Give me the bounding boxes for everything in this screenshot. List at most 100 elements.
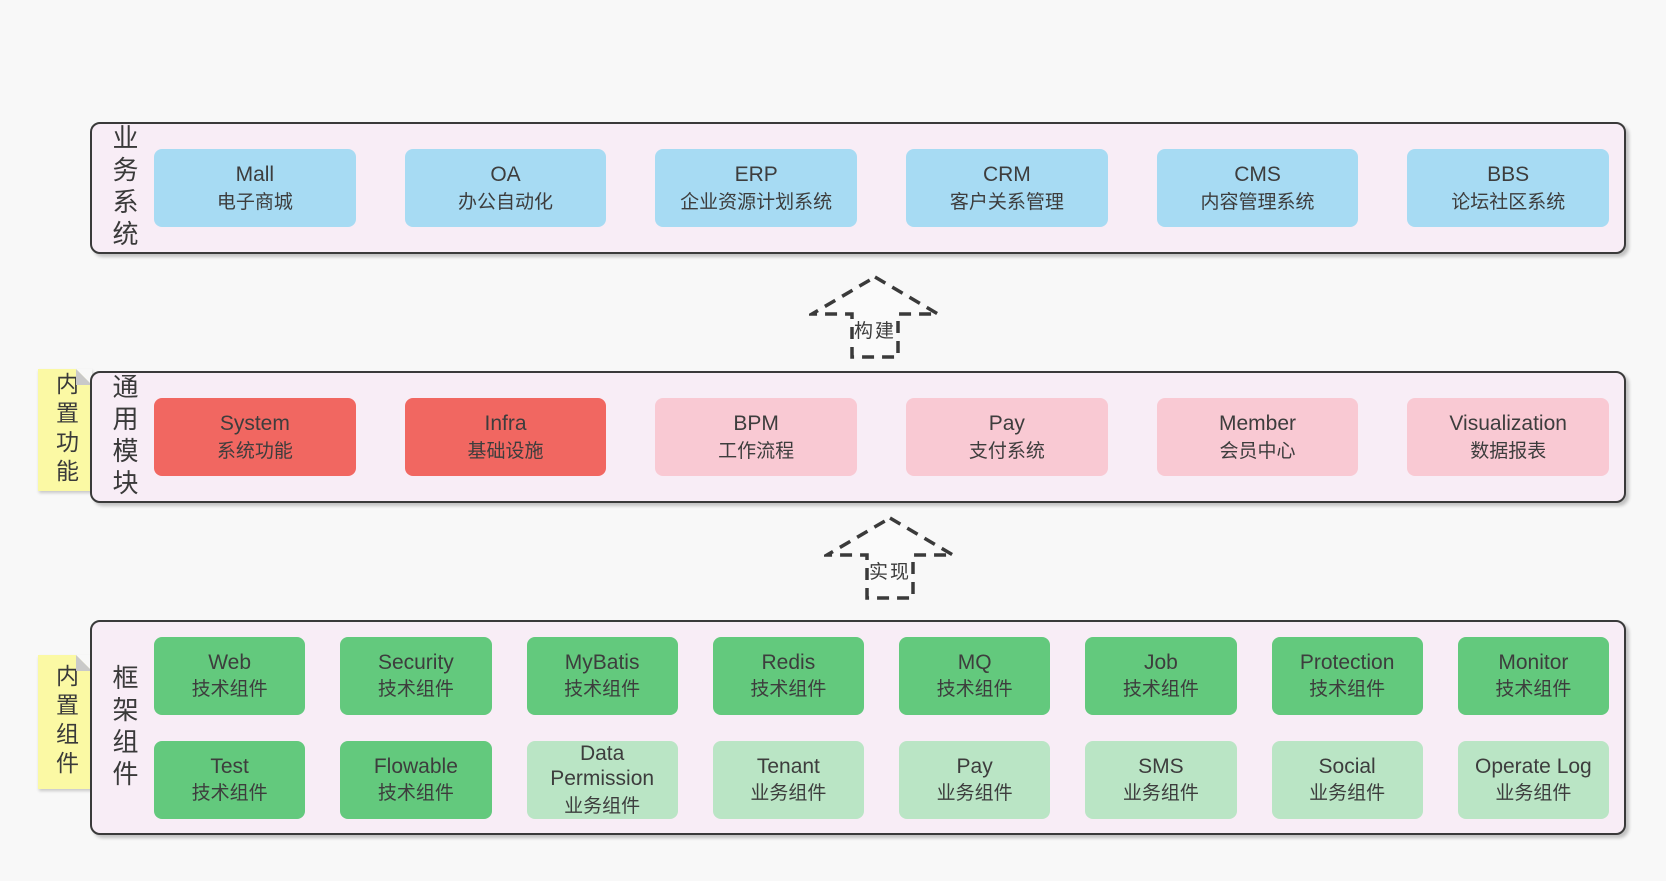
box-subtitle: 业务组件 xyxy=(1122,783,1199,805)
box-title: MyBatis xyxy=(564,650,640,674)
layer-label-business-systems: 业务系统 xyxy=(109,124,139,252)
layer-framework-components: 框架组件 Web 技术组件 Security 技术组件 MyBatis 技术组件… xyxy=(90,620,1626,835)
arrow-implement-label: 实现 xyxy=(868,562,911,583)
box-subtitle: 技术组件 xyxy=(377,783,454,805)
box-title: Operate Log xyxy=(1474,754,1592,778)
box-oa: OA 办公自动化 xyxy=(404,149,607,227)
box-subtitle: 技术组件 xyxy=(191,783,268,805)
box-crm: CRM 客户关系管理 xyxy=(906,149,1108,227)
box-subtitle: 技术组件 xyxy=(191,679,268,701)
box-system: System 系统功能 xyxy=(154,398,356,476)
box-title: Monitor xyxy=(1498,650,1569,674)
box-title: Social xyxy=(1318,754,1376,778)
sticky-built-in-features-label: 内置功能 xyxy=(52,372,79,488)
box-mall: Mall 电子商城 xyxy=(154,149,356,227)
box-title: Job xyxy=(1143,650,1178,674)
box-subtitle: 办公自动化 xyxy=(458,191,554,213)
box-bpm: BPM 工作流程 xyxy=(655,398,858,476)
box-subtitle: 技术组件 xyxy=(936,679,1013,701)
box-title: Security xyxy=(377,650,454,674)
box-subtitle: 业务组件 xyxy=(1495,783,1572,805)
box-title: OA xyxy=(490,163,521,187)
box-subtitle: 技术组件 xyxy=(1122,679,1199,701)
box-job: Job 技术组件 xyxy=(1085,636,1237,715)
box-monitor: Monitor 技术组件 xyxy=(1457,636,1609,715)
box-subtitle: 技术组件 xyxy=(750,679,827,701)
box-sms: SMS 业务组件 xyxy=(1085,740,1237,819)
box-subtitle: 技术组件 xyxy=(377,679,454,701)
arrow-implement: 实现 xyxy=(824,515,956,601)
box-mq: MQ 技术组件 xyxy=(899,636,1051,715)
box-operate-log: Operate Log 业务组件 xyxy=(1457,740,1609,819)
box-subtitle: 技术组件 xyxy=(1495,679,1572,701)
box-subtitle: 工作流程 xyxy=(718,440,795,462)
box-tenant: Tenant 业务组件 xyxy=(712,740,864,819)
box-title: CRM xyxy=(982,163,1031,187)
box-subtitle: 业务组件 xyxy=(750,783,827,805)
box-erp: ERP 企业资源计划系统 xyxy=(655,149,858,227)
sticky-built-in-components: 内置组件 xyxy=(38,655,92,789)
box-subtitle: 电子商城 xyxy=(216,191,293,213)
box-title: MQ xyxy=(957,650,992,674)
arrow-build: 构建 xyxy=(809,274,941,360)
box-title: SMS xyxy=(1138,754,1184,778)
box-title: Data Permission xyxy=(550,741,655,791)
layer-label-common-modules: 通用模块 xyxy=(109,373,139,501)
box-bbs: BBS 论坛社区系统 xyxy=(1407,149,1610,227)
arrow-build-label: 构建 xyxy=(853,321,896,342)
box-title: Visualization xyxy=(1449,412,1567,436)
box-title: Pay xyxy=(988,412,1025,436)
box-subtitle: 内容管理系统 xyxy=(1200,191,1315,213)
box-title: Flowable xyxy=(373,754,458,778)
layer-common-modules: 通用模块 System 系统功能 Infra 基础设施 BPM 工作流程 Pay… xyxy=(90,371,1626,503)
layer-label-wrap: 框架组件 xyxy=(102,622,146,833)
box-visualization: Visualization 数据报表 xyxy=(1407,398,1610,476)
box-title: CMS xyxy=(1234,163,1281,187)
box-pay: Pay 支付系统 xyxy=(906,398,1108,476)
box-title: ERP xyxy=(734,163,778,187)
box-title: Protection xyxy=(1299,650,1395,674)
box-subtitle: 客户关系管理 xyxy=(949,191,1064,213)
box-social: Social 业务组件 xyxy=(1271,740,1423,819)
box-pay-business: Pay 业务组件 xyxy=(899,740,1051,819)
layer-label-wrap: 业务系统 xyxy=(102,124,146,252)
box-title: BPM xyxy=(733,412,779,436)
box-test: Test 技术组件 xyxy=(154,740,306,819)
box-subtitle: 技术组件 xyxy=(1309,679,1386,701)
layer-label-wrap: 通用模块 xyxy=(102,373,146,501)
box-subtitle: 会员中心 xyxy=(1219,440,1296,462)
box-subtitle: 业务组件 xyxy=(564,796,641,818)
box-member: Member 会员中心 xyxy=(1156,398,1359,476)
arrow-up-icon xyxy=(809,274,941,359)
box-subtitle: 数据报表 xyxy=(1470,440,1547,462)
box-title: Mall xyxy=(235,163,275,187)
box-data-permission: Data Permission 业务组件 xyxy=(526,740,678,819)
box-cms: CMS 内容管理系统 xyxy=(1156,149,1359,227)
box-subtitle: 企业资源计划系统 xyxy=(680,191,833,213)
box-security: Security 技术组件 xyxy=(340,636,492,715)
box-subtitle: 系统功能 xyxy=(216,440,293,462)
box-title: Web xyxy=(208,650,252,674)
box-title: System xyxy=(219,412,290,436)
box-title: Infra xyxy=(484,412,527,436)
box-mybatis: MyBatis 技术组件 xyxy=(526,636,678,715)
box-title: Test xyxy=(210,754,249,778)
box-subtitle: 业务组件 xyxy=(1309,783,1386,805)
box-title: BBS xyxy=(1487,163,1530,187)
box-subtitle: 业务组件 xyxy=(936,783,1013,805)
box-title: Member xyxy=(1219,412,1297,436)
box-title: Pay xyxy=(956,754,993,778)
box-subtitle: 基础设施 xyxy=(467,440,544,462)
box-subtitle: 论坛社区系统 xyxy=(1451,191,1566,213)
sticky-built-in-features: 内置功能 xyxy=(38,369,92,491)
box-infra: Infra 基础设施 xyxy=(404,398,607,476)
box-subtitle: 技术组件 xyxy=(564,679,641,701)
box-web: Web 技术组件 xyxy=(154,636,306,715)
box-subtitle: 支付系统 xyxy=(968,440,1045,462)
box-redis: Redis 技术组件 xyxy=(712,636,864,715)
sticky-built-in-components-label: 内置组件 xyxy=(52,664,79,780)
box-flowable: Flowable 技术组件 xyxy=(340,740,492,819)
box-title: Tenant xyxy=(756,754,820,778)
box-protection: Protection 技术组件 xyxy=(1271,636,1423,715)
layer-label-framework-components: 框架组件 xyxy=(109,663,139,792)
